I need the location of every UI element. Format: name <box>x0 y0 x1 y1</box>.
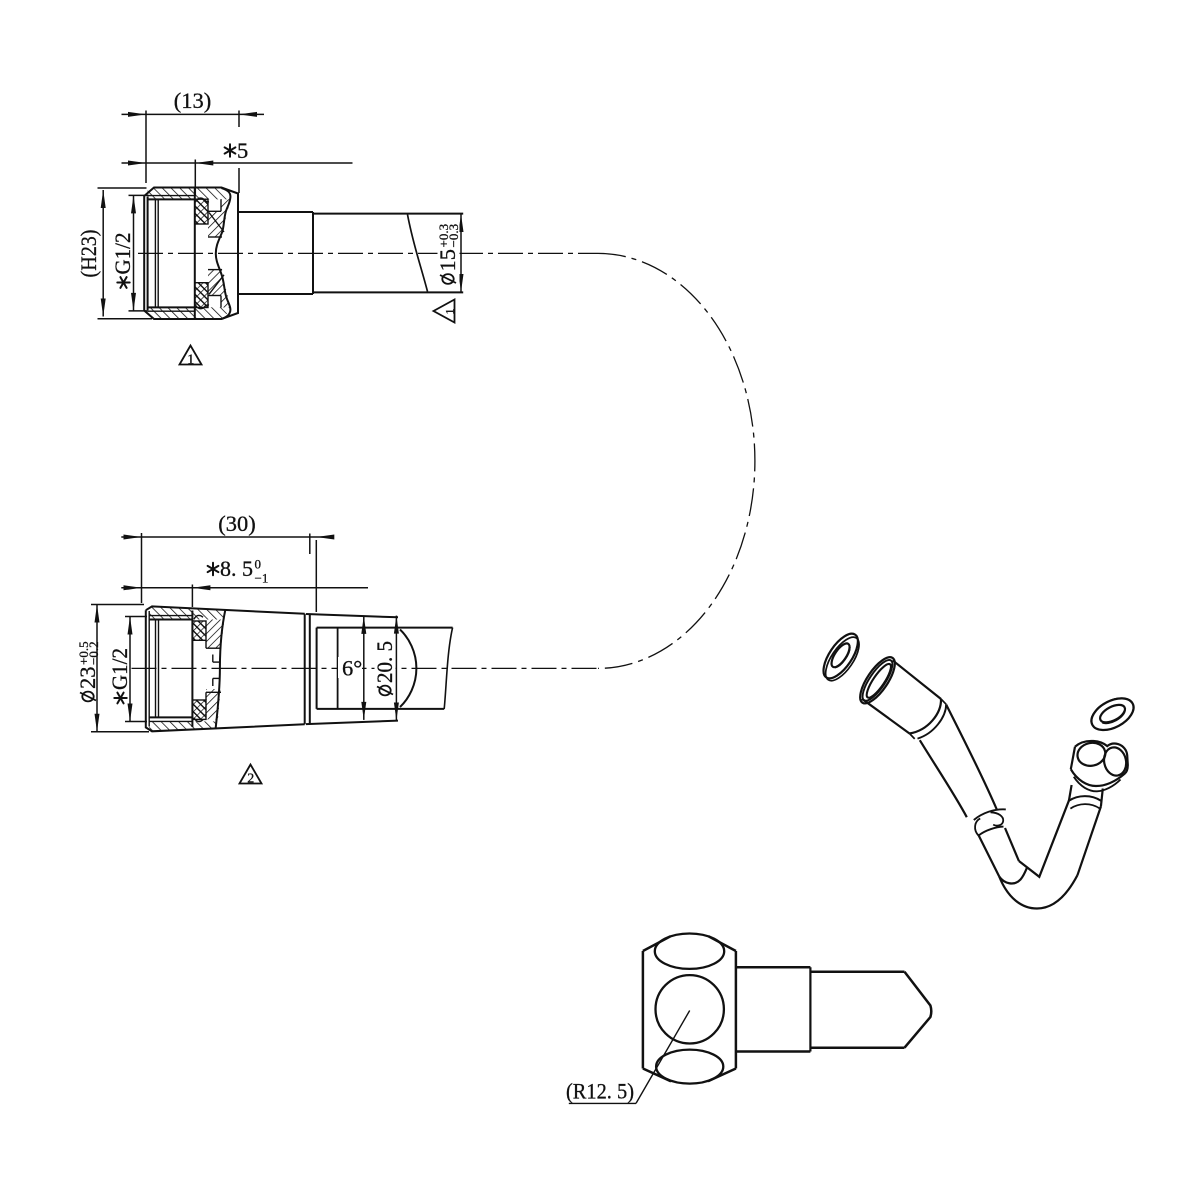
svg-text:5: 5 <box>237 138 248 163</box>
svg-text:+0.5: +0.5 <box>76 641 91 665</box>
svg-text:1: 1 <box>187 353 194 368</box>
svg-text:20. 5: 20. 5 <box>372 641 397 683</box>
svg-text:8. 5: 8. 5 <box>220 556 253 581</box>
svg-text:−1: −1 <box>255 571 269 586</box>
svg-text:2: 2 <box>247 772 254 787</box>
svg-text:23: 23 <box>75 667 100 690</box>
svg-text:(13): (13) <box>174 88 212 113</box>
svg-text:+0.3: +0.3 <box>436 224 451 248</box>
svg-text:−0.3: −0.3 <box>446 224 461 248</box>
svg-text:(H23): (H23) <box>76 230 101 278</box>
svg-text:(R12. 5): (R12. 5) <box>566 1079 634 1104</box>
svg-text:6°: 6° <box>342 656 362 681</box>
svg-text:0: 0 <box>255 557 262 572</box>
svg-text:G1/2: G1/2 <box>110 233 135 275</box>
svg-text:(30): (30) <box>218 511 256 536</box>
svg-text:15: 15 <box>435 249 460 272</box>
svg-text:G1/2: G1/2 <box>107 648 132 690</box>
svg-text:1: 1 <box>443 309 457 315</box>
svg-text:−0.2: −0.2 <box>86 641 101 665</box>
